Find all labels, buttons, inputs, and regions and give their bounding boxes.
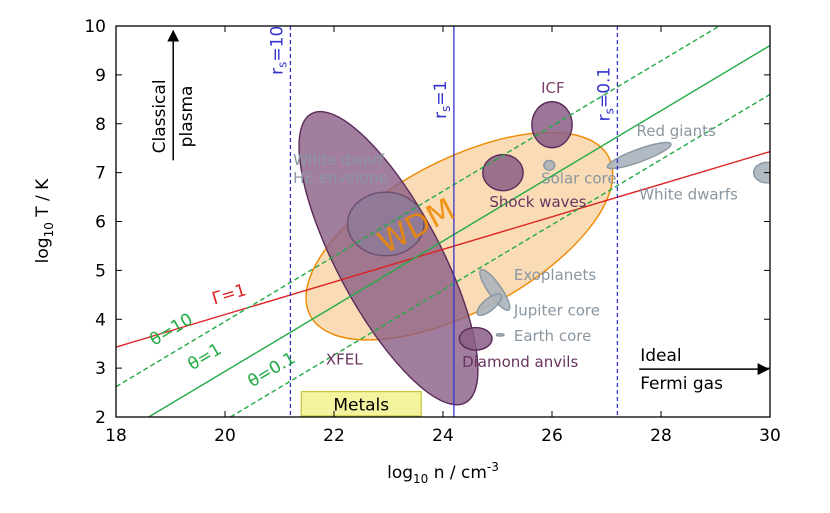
y-tick-label: 10 — [84, 17, 106, 37]
label-xfel: XFEL — [326, 351, 363, 369]
x-tick-label: 28 — [650, 426, 672, 446]
label-jupiter-core: Jupiter core — [513, 301, 600, 319]
x-tick-label: 30 — [759, 426, 781, 446]
rs-label0-1: rs=0.1 — [594, 67, 616, 122]
label-icf: ICF — [541, 79, 565, 97]
label-white-dwarfs: White dwarfs — [639, 186, 738, 204]
x-tick-label: 26 — [541, 426, 563, 446]
region-white-dwarfs — [752, 161, 770, 184]
region-solar-core — [543, 159, 556, 171]
line-label-10: θ=10 — [146, 310, 196, 351]
y-tick-label: 7 — [95, 164, 106, 184]
line-1 — [116, 150, 770, 348]
y-tick-label: 9 — [95, 66, 106, 86]
region-diamond-anvils — [458, 326, 493, 351]
label-diamond-anvils: Diamond anvils — [462, 353, 578, 371]
y-tick-label: 6 — [95, 213, 106, 233]
label-exoplanets: Exoplanets — [514, 266, 597, 284]
fermi-label-1: Fermi gas — [640, 374, 723, 394]
label-white-dwarf-he-envelope-1: HE envelope — [293, 169, 387, 187]
x-axis-title: log10 n / cm-3 — [387, 460, 499, 486]
y-axis-title: log10 T / K — [33, 178, 56, 264]
y-tick-label: 2 — [95, 408, 106, 428]
line-10 — [116, 26, 721, 388]
region-shock-waves — [482, 153, 524, 192]
line-1 — [148, 44, 770, 417]
x-tick-label: 20 — [214, 426, 236, 446]
y-tick-label: 4 — [95, 310, 106, 330]
classical-label-1: plasma — [177, 86, 197, 148]
label-red-giants: Red giants — [636, 122, 716, 140]
region-earth-core — [495, 332, 505, 337]
line-label-1: Γ=1 — [210, 280, 249, 309]
x-tick-label: 18 — [105, 426, 127, 446]
label-shock-waves: Shock waves — [489, 193, 586, 211]
axis-titles: log10 n / cm-3 log10 T / K — [33, 178, 499, 486]
regions-layer: Metals — [298, 101, 770, 417]
label-white-dwarf-he-envelope-0: White dwarf — [293, 151, 385, 169]
rs-label1: rs=1 — [431, 81, 453, 119]
classical-label-0: Classical — [150, 79, 170, 153]
y-tick-label: 8 — [95, 115, 106, 135]
x-tick-label: 22 — [323, 426, 345, 446]
y-tick-label: 3 — [95, 359, 106, 379]
axis-ticks: 18 20 22 24 26 28 30 2 3 4 5 6 7 8 9 10 — [84, 17, 780, 446]
line-label-1: θ=1 — [185, 339, 226, 374]
region-exoplanets — [479, 268, 511, 311]
region-xfel — [298, 110, 479, 406]
fermi-label-0: Ideal — [640, 346, 681, 366]
label-solar-core: Solar core — [541, 169, 616, 187]
lines-layer — [116, 26, 770, 417]
line-0-1 — [230, 93, 770, 417]
region-red-giants — [606, 141, 672, 170]
y-tick-label: 5 — [95, 261, 106, 281]
region-jupiter-core — [476, 293, 503, 317]
region-icf — [531, 101, 573, 149]
rs-label10: rs=10 — [267, 26, 289, 75]
x-tick-label: 24 — [432, 426, 454, 446]
metals-label: Metals — [333, 395, 389, 415]
vlines-layer: rs=10 rs=1 rs=0.1 — [267, 26, 619, 417]
region-white-dwarf-he-envelope — [346, 191, 425, 257]
label-earth-core: Earth core — [514, 327, 591, 345]
metals-box — [300, 390, 422, 417]
